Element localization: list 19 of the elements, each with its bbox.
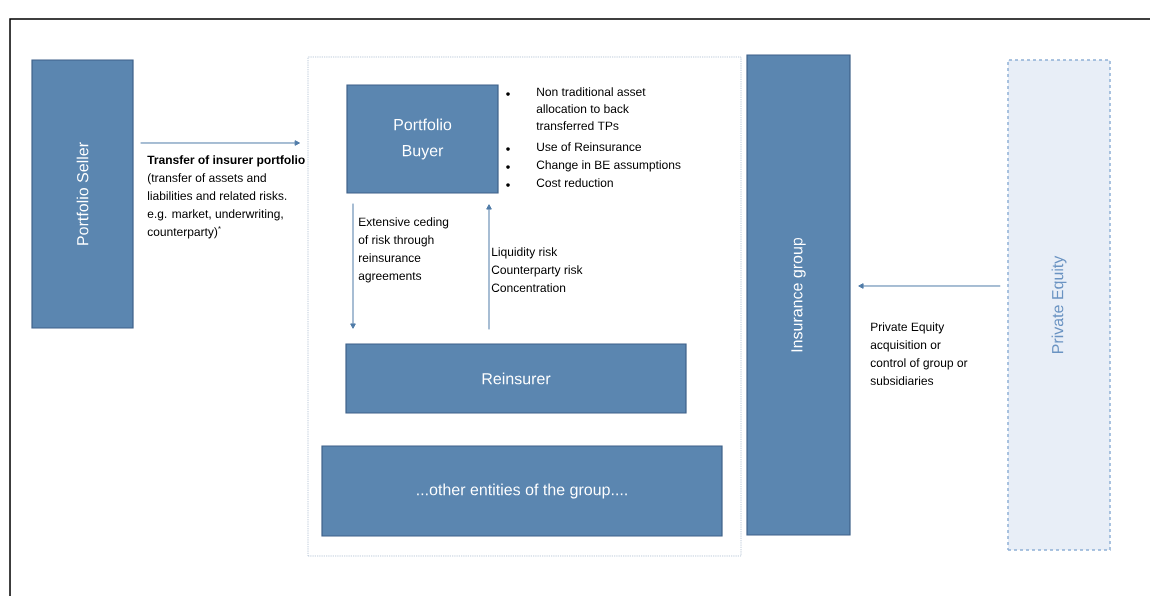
arrow: [350, 203, 356, 329]
bullet-item: Use of Reinsurance: [506, 142, 642, 151]
edge-label: Private Equity acquisition or control of group or subsidiaries: [870, 322, 968, 385]
entity-box: Portfolio Seller: [31, 59, 134, 329]
bullet-item: Cost reduction: [506, 178, 613, 187]
edge-label: Liquidity risk Counterparty risk Concentration: [491, 247, 583, 292]
entity-box: Portfolio Buyer: [346, 84, 499, 194]
entity-box: ...other entities of the group....: [321, 445, 723, 537]
bullet-item: Non traditional asset allocation to back transferred TPs: [506, 87, 646, 130]
entity-box: Reinsurer: [345, 343, 687, 414]
edge-label: Extensive ceding of risk through reinsurance agreements: [358, 217, 449, 283]
investor-box: Private Equity: [1007, 59, 1111, 551]
edge-label: Transfer of insurer portfolio (transfer of assets and liabilities and related risks. e.g. market, underwriting, counterparty)$^{*}$: [147, 155, 305, 239]
arrow: [486, 204, 492, 330]
group-boundary: [307, 56, 742, 557]
bullet-item: Change in BE assumptions: [506, 160, 681, 172]
entity-box: Insurance group: [746, 54, 851, 536]
arrow: [140, 140, 300, 146]
arrow: [858, 283, 1001, 289]
